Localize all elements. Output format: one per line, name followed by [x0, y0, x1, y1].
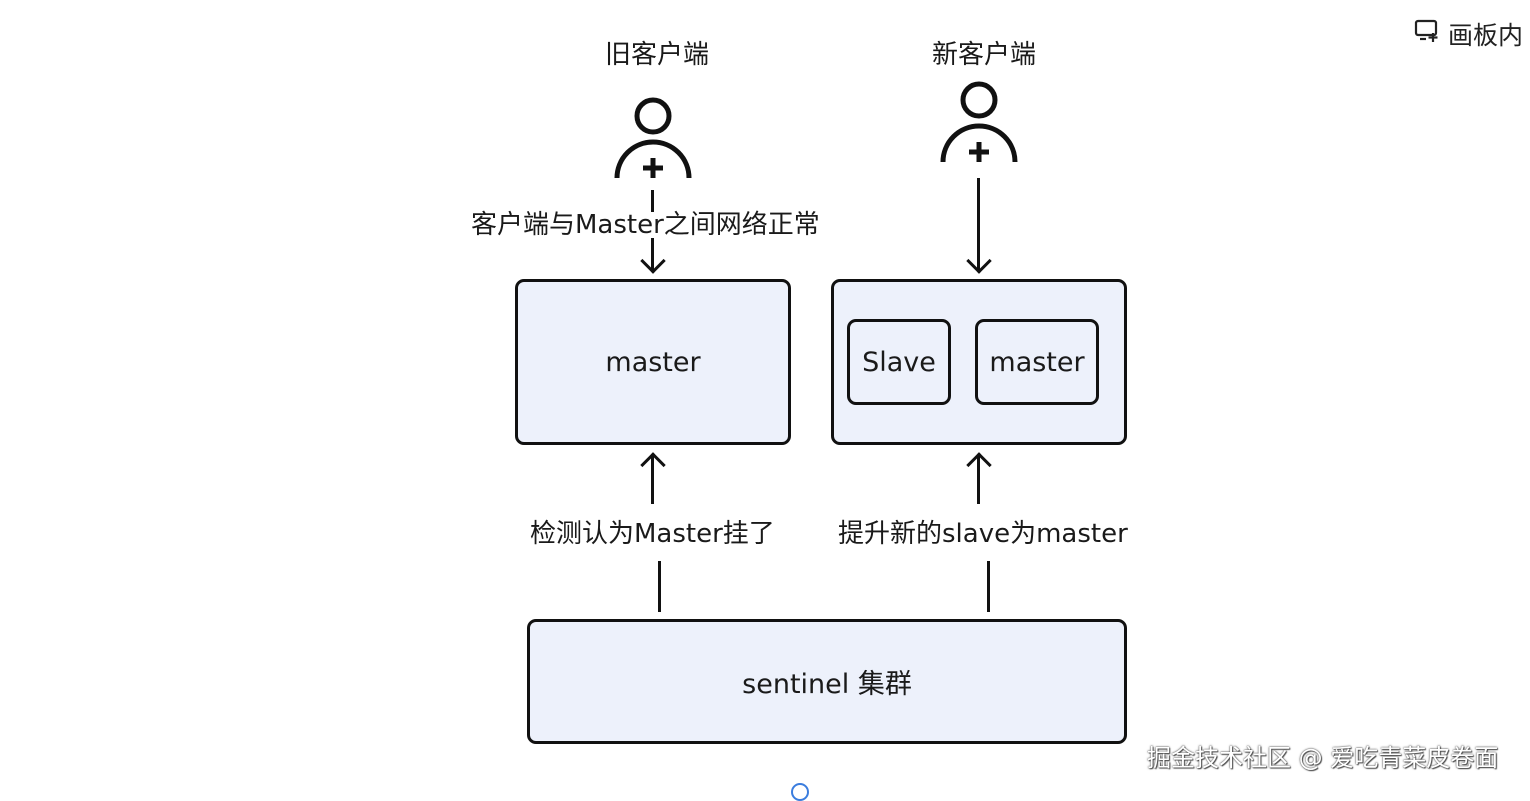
board-button[interactable]: 画板内	[1414, 16, 1523, 52]
board-add-icon	[1414, 19, 1440, 49]
old-client-arrowhead	[640, 248, 666, 274]
detect-arrowhead	[640, 452, 666, 478]
slave-label: Slave	[862, 346, 936, 378]
promote-arrowhead	[966, 452, 992, 478]
detect-connector-bottom	[658, 561, 661, 612]
new-client-label: 新客户端	[932, 40, 1037, 70]
new-client-arrowhead	[966, 248, 992, 274]
new-master-label: master	[989, 346, 1085, 378]
board-button-label: 画板内	[1448, 21, 1524, 50]
sentinel-cluster-box: sentinel 集群	[527, 619, 1127, 744]
old-master-label: master	[605, 346, 701, 378]
promote-connector-bottom	[987, 561, 990, 612]
scroll-indicator[interactable]	[791, 783, 809, 801]
detect-connector-top	[651, 456, 654, 504]
old-client-label: 旧客户端	[605, 40, 710, 70]
watermark: 掘金技术社区 @ 爱吃青菜皮卷面	[1147, 744, 1499, 772]
new-master-box: master	[975, 319, 1099, 405]
user-add-icon	[938, 80, 1020, 168]
user-add-icon	[612, 96, 694, 184]
network-label: 客户端与Master之间网络正常	[469, 210, 822, 240]
detect-label: 检测认为Master挂了	[530, 519, 775, 549]
slave-box: Slave	[847, 319, 951, 405]
promote-label: 提升新的slave为master	[838, 519, 1128, 549]
promote-connector-top	[977, 456, 980, 504]
sentinel-cluster-label: sentinel 集群	[742, 669, 912, 700]
old-master-box: master	[515, 279, 791, 445]
new-client-connector	[977, 178, 980, 270]
